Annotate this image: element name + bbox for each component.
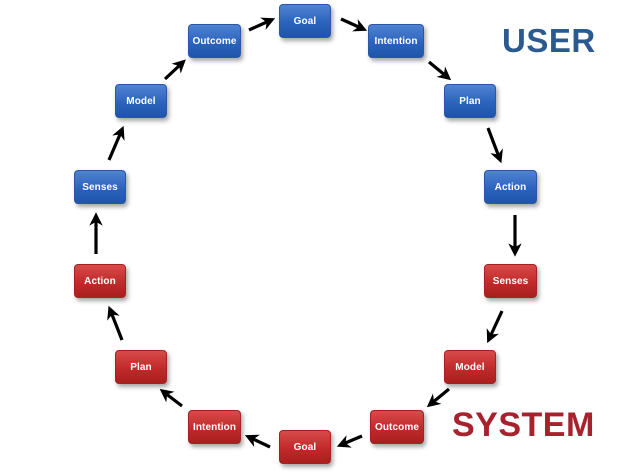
arrow-intention-to-plan-system bbox=[159, 388, 183, 408]
node-system-senses: Senses bbox=[484, 264, 537, 298]
node-system-goal: Goal bbox=[279, 430, 331, 464]
node-user-senses: Senses bbox=[74, 170, 126, 204]
node-system-outcome: Outcome bbox=[370, 410, 424, 444]
arrow-senses-to-model bbox=[486, 310, 504, 344]
node-user-action: Action bbox=[484, 170, 537, 204]
arrow-intention-to-plan bbox=[427, 60, 452, 81]
arrow-goal-to-intention-system bbox=[244, 434, 271, 449]
node-system-intention: Intention bbox=[188, 410, 241, 444]
arrow-plan-to-action bbox=[486, 127, 503, 164]
system-group-title: SYSTEM bbox=[452, 406, 595, 444]
arrow-user-outcome-to-goal bbox=[248, 17, 276, 32]
node-user-goal: Goal bbox=[279, 4, 331, 38]
node-system-plan: Plan bbox=[115, 350, 167, 384]
node-user-intention: Intention bbox=[368, 24, 424, 58]
arrow-goal-to-intention bbox=[340, 17, 368, 32]
arrow-outcome-to-goal bbox=[336, 434, 363, 448]
arrow-plan-to-action-system bbox=[107, 305, 124, 341]
arrow-model-to-outcome-user bbox=[163, 59, 186, 81]
node-user-outcome: Outcome bbox=[188, 24, 241, 58]
node-system-model: Model bbox=[444, 350, 496, 384]
node-system-action: Action bbox=[74, 264, 126, 298]
arrow-senses-to-model-user bbox=[107, 125, 125, 161]
arrow-model-to-outcome bbox=[426, 387, 451, 408]
node-user-plan: Plan bbox=[444, 84, 496, 118]
node-user-model: Model bbox=[115, 84, 167, 118]
user-group-title: USER bbox=[502, 22, 596, 59]
